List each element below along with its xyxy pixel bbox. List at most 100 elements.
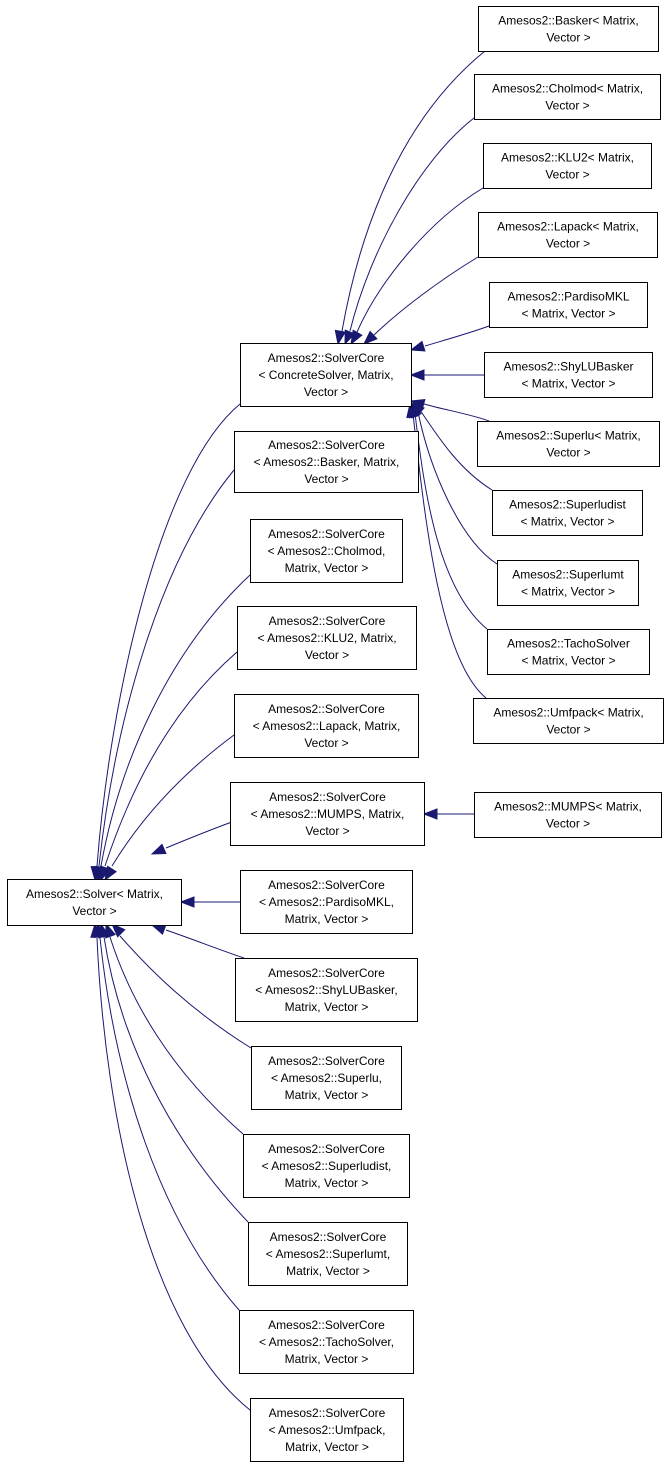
class-box <box>230 782 425 846</box>
class-node-sc_umfpack[interactable]: Amesos2::SolverCore< Amesos2::Umfpack,Ma… <box>250 1398 404 1462</box>
class-label-line: Vector > <box>304 385 348 399</box>
class-node-sc_superlumt[interactable]: Amesos2::SolverCore< Amesos2::Superlumt,… <box>248 1222 408 1286</box>
class-node-tachosolver[interactable]: Amesos2::TachoSolver< Matrix, Vector > <box>487 629 650 675</box>
class-label-line: Amesos2::SolverCore <box>268 966 385 980</box>
class-node-solver[interactable]: Amesos2::Solver< Matrix,Vector > <box>7 879 182 926</box>
arrowhead-icon <box>422 808 438 820</box>
class-label-line: Amesos2::ShyLUBasker <box>503 360 633 374</box>
class-box <box>250 519 403 583</box>
class-label-line: Amesos2::SolverCore <box>270 1230 387 1244</box>
class-box <box>251 1046 402 1110</box>
class-label-line: Amesos2::SolverCore <box>268 1318 385 1332</box>
class-box <box>474 792 662 838</box>
arrowhead-icon <box>406 402 418 419</box>
class-box <box>234 431 419 493</box>
class-node-sc_basker[interactable]: Amesos2::SolverCore< Amesos2::Basker, Ma… <box>234 431 419 493</box>
class-label-line: < Amesos2::PardisoMKL, <box>259 895 394 909</box>
arrowhead-icon <box>150 843 167 855</box>
class-label-line: Amesos2::SolverCore <box>268 438 385 452</box>
class-label-line: Matrix, Vector > <box>285 1000 369 1014</box>
class-node-pardisomkl[interactable]: Amesos2::PardisoMKL< Matrix, Vector > <box>489 282 648 328</box>
edge-lapack-to-sc_concrete <box>362 256 479 345</box>
edge-line <box>356 187 484 333</box>
edge-line <box>119 935 252 1049</box>
class-label-line: Vector > <box>305 824 349 838</box>
nodes-layer: Amesos2::Solver< Matrix,Vector >Amesos2:… <box>7 6 664 1462</box>
edge-sc_lapack-to-solver <box>104 734 235 882</box>
class-label-line: < ConcreteSolver, Matrix, <box>258 368 393 382</box>
class-node-sc_concrete[interactable]: Amesos2::SolverCore< ConcreteSolver, Mat… <box>240 343 412 407</box>
class-node-lapack[interactable]: Amesos2::Lapack< Matrix,Vector > <box>478 212 658 258</box>
class-label-line: Amesos2::Superludist <box>509 498 626 512</box>
edges-layer <box>90 50 498 1411</box>
arrowhead-icon <box>111 923 126 938</box>
class-node-mumps[interactable]: Amesos2::MUMPS< Matrix,Vector > <box>474 792 662 838</box>
class-label-line: < Amesos2::Superlumt, <box>266 1247 390 1261</box>
edge-cholmod-to-sc_concrete <box>344 117 475 346</box>
class-node-superlu[interactable]: Amesos2::Superlu< Matrix,Vector > <box>477 421 660 467</box>
class-node-sc_klu2[interactable]: Amesos2::SolverCore< Amesos2::KLU2, Matr… <box>237 606 417 670</box>
class-box <box>240 343 412 407</box>
class-label-line: Vector > <box>72 904 116 918</box>
class-box <box>235 958 418 1022</box>
class-node-basker[interactable]: Amesos2::Basker< Matrix,Vector > <box>478 6 659 52</box>
edge-line <box>414 412 488 630</box>
class-node-superlumt[interactable]: Amesos2::Superlumt< Matrix, Vector > <box>497 560 639 606</box>
edge-basker-to-sc_concrete <box>334 50 486 346</box>
edge-sc_tacho-to-solver <box>93 922 240 1311</box>
class-node-sc_superludist[interactable]: Amesos2::SolverCore< Amesos2::Superludis… <box>243 1134 410 1198</box>
edge-sc_mumps-to-solver <box>150 817 244 855</box>
class-box <box>483 143 652 189</box>
class-label-line: Vector > <box>304 736 348 750</box>
class-label-line: Vector > <box>545 168 589 182</box>
edge-sc_concrete-to-solver <box>90 403 241 882</box>
class-label-line: Amesos2::SolverCore <box>268 527 385 541</box>
class-node-sc_lapack[interactable]: Amesos2::SolverCore< Amesos2::Lapack, Ma… <box>234 694 419 758</box>
class-label-line: Amesos2::Basker< Matrix, <box>498 14 638 28</box>
edge-line <box>100 574 251 867</box>
class-box <box>240 870 413 934</box>
edge-sc_pardiso-to-solver <box>179 896 240 908</box>
class-node-sc_mumps[interactable]: Amesos2::SolverCore< Amesos2::MUMPS, Mat… <box>230 782 425 846</box>
edge-sc_superlumt-to-solver <box>98 922 249 1223</box>
class-node-sc_tacho[interactable]: Amesos2::SolverCore< Amesos2::TachoSolve… <box>239 1310 414 1374</box>
edge-line <box>424 325 490 347</box>
edge-line <box>109 936 244 1135</box>
class-box <box>487 629 650 675</box>
class-label-line: Matrix, Vector > <box>285 1440 369 1454</box>
class-node-sc_superlu[interactable]: Amesos2::SolverCore< Amesos2::Superlu,Ma… <box>251 1046 402 1110</box>
edge-line <box>96 403 241 867</box>
class-label-line: Amesos2::SolverCore <box>269 614 386 628</box>
class-node-sc_shylu[interactable]: Amesos2::SolverCore< Amesos2::ShyLUBaske… <box>235 958 418 1022</box>
class-label-line: < Matrix, Vector > <box>521 585 615 599</box>
class-label-line: < Amesos2::Superludist, <box>262 1159 392 1173</box>
class-label-line: Vector > <box>546 237 590 251</box>
class-node-shylubasker[interactable]: Amesos2::ShyLUBasker< Matrix, Vector > <box>484 352 653 398</box>
class-label-line: Vector > <box>546 817 590 831</box>
arrowhead-icon <box>104 865 118 882</box>
class-node-sc_pardiso[interactable]: Amesos2::SolverCore< Amesos2::PardisoMKL… <box>240 870 413 934</box>
class-node-superludist[interactable]: Amesos2::Superludist< Matrix, Vector > <box>492 490 643 536</box>
class-node-umfpack[interactable]: Amesos2::Umfpack< Matrix,Vector > <box>473 698 664 744</box>
class-label-line: Vector > <box>304 472 348 486</box>
class-box <box>478 212 658 258</box>
class-node-klu2[interactable]: Amesos2::KLU2< Matrix,Vector > <box>483 143 652 189</box>
arrowhead-icon <box>362 330 378 345</box>
class-node-cholmod[interactable]: Amesos2::Cholmod< Matrix,Vector > <box>474 74 661 120</box>
class-node-sc_cholmod[interactable]: Amesos2::SolverCore< Amesos2::Cholmod,Ma… <box>250 519 403 583</box>
arrowhead-icon <box>179 896 195 908</box>
class-box <box>237 606 417 670</box>
class-box <box>7 879 182 926</box>
class-label-line: < Amesos2::Basker, Matrix, <box>254 455 400 469</box>
class-box <box>478 6 659 52</box>
class-label-line: Amesos2::SolverCore <box>268 351 385 365</box>
class-label-line: < Amesos2::Cholmod, <box>268 544 386 558</box>
edge-line <box>349 117 475 332</box>
class-label-line: Matrix, Vector > <box>285 912 369 926</box>
edge-line <box>423 403 490 422</box>
edge-line <box>419 409 493 491</box>
arrowhead-icon <box>90 922 102 938</box>
class-label-line: Vector > <box>546 723 590 737</box>
edge-line <box>111 734 235 867</box>
